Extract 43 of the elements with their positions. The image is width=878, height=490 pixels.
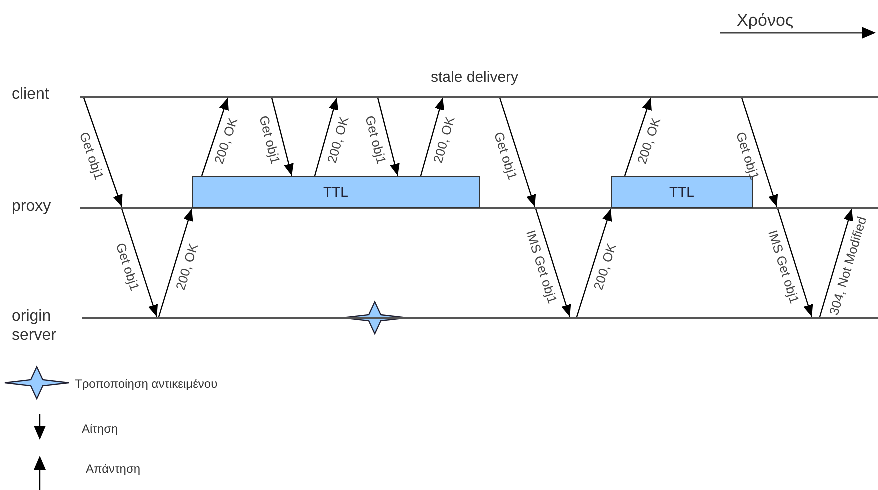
ttl-box	[192, 176, 480, 208]
edge-label: 200, OK	[634, 116, 664, 166]
edge-label: 200, OK	[172, 242, 202, 292]
arrow	[499, 98, 536, 208]
edge-label: 200, OK	[430, 115, 458, 166]
edge-label: IMS Get obj1	[523, 228, 560, 306]
legend-label: Αίτηση	[82, 421, 118, 438]
arrow	[819, 208, 854, 318]
edge-label: Get obj1	[491, 130, 521, 182]
legend-label: Τροποποίηση αντικειμένου	[75, 376, 218, 393]
node-label: TTL	[670, 182, 694, 202]
arrow	[624, 98, 652, 176]
arrow	[576, 208, 612, 318]
legend-label: Απάντηση	[86, 461, 141, 478]
edge-label: IMS Get obj1	[765, 228, 802, 306]
arrow	[201, 98, 229, 176]
arrow	[420, 98, 445, 176]
timeline	[80, 96, 878, 98]
lifeline-name: client	[12, 85, 50, 104]
arrow	[121, 208, 158, 318]
arrow	[158, 208, 194, 318]
edge-label: Get obj1	[257, 114, 284, 166]
arrow	[314, 98, 339, 176]
arrow	[777, 208, 814, 318]
node-label: TTL	[324, 182, 348, 202]
edge-label: 200, OK	[324, 115, 352, 166]
edge-label: Get obj1	[113, 241, 143, 292]
edge-label: 304, Not Modified	[826, 215, 870, 318]
lifeline-name: origin server	[12, 307, 58, 345]
arrow	[741, 98, 778, 208]
arrow	[535, 208, 572, 318]
axis-title: Χρόνος	[737, 10, 794, 32]
edge-label: Get obj1	[363, 114, 390, 166]
arrow	[271, 98, 294, 176]
edge-label: Get obj1	[76, 130, 107, 182]
note-label: stale delivery	[431, 68, 519, 88]
timeline	[82, 317, 878, 319]
arrow	[377, 98, 400, 176]
edge-label: 200, OK	[212, 116, 242, 166]
edge-label: 200, OK	[591, 242, 620, 292]
lifeline-name: proxy	[12, 197, 52, 216]
edge-label: Get obj1	[733, 130, 763, 182]
arrow	[83, 98, 123, 208]
